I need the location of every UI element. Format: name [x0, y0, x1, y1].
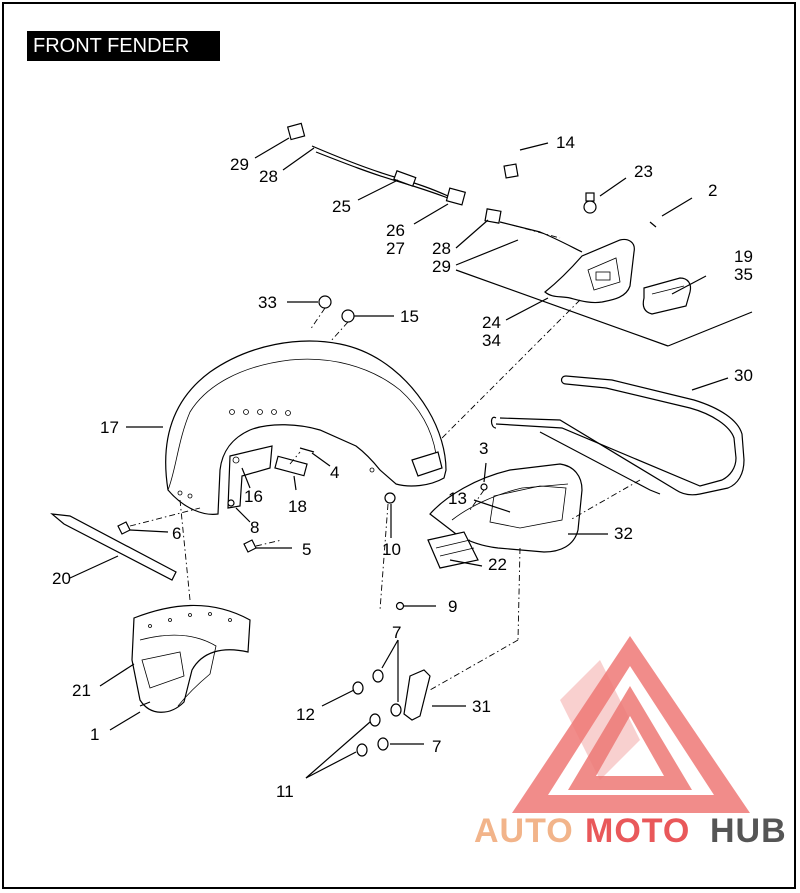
front-fender [165, 340, 447, 515]
callout-31: 31 [472, 697, 491, 716]
callout-20: 20 [52, 569, 71, 588]
callout-4: 4 [330, 463, 339, 482]
callout-5: 5 [302, 540, 311, 559]
callout-7b: 7 [432, 737, 441, 756]
callout-27: 27 [386, 239, 405, 258]
screw-part-2 [649, 221, 657, 228]
callout-labels: 1 2 3 4 5 6 7 7 8 9 10 11 12 13 14 15 16… [52, 133, 753, 801]
screw-part-1 [139, 701, 151, 707]
callout-29a: 29 [230, 155, 249, 174]
spacer-part-18 [274, 455, 308, 477]
callout-1: 1 [90, 725, 99, 744]
washer-part-7c [377, 737, 389, 751]
screw-part-3 [480, 483, 488, 491]
fender-bracket [227, 445, 273, 509]
bracket-part-31 [403, 669, 431, 721]
callout-2: 2 [708, 181, 717, 200]
watermark-logo [512, 636, 750, 813]
mud-flap [131, 604, 251, 713]
callout-11: 11 [276, 782, 294, 801]
nut-part-11a [369, 713, 381, 727]
callout-23: 23 [634, 162, 653, 181]
fender-lamp [544, 238, 635, 304]
tip-lamp [642, 277, 692, 315]
diagram-title: FRONT FENDER [27, 31, 220, 61]
callout-21: 21 [72, 681, 91, 700]
wiring-harness [286, 122, 583, 253]
callout-13: 13 [448, 489, 467, 508]
callout-35: 35 [734, 265, 753, 284]
watermark-moto: MOTO [585, 812, 690, 850]
callout-15: 15 [400, 307, 419, 326]
assembly-guides [129, 299, 641, 691]
callout-3: 3 [479, 439, 488, 458]
fender-bumper [427, 463, 583, 569]
callout-32: 32 [614, 524, 633, 543]
part-14 [503, 163, 519, 179]
fender-rail [490, 375, 745, 496]
callout-28a: 28 [259, 167, 278, 186]
washer-part-7a [372, 669, 384, 683]
screw-part-9 [395, 601, 405, 611]
washer-part-7b [390, 703, 402, 717]
callout-25: 25 [332, 197, 351, 216]
callout-24: 24 [482, 313, 501, 332]
callout-14: 14 [556, 133, 575, 152]
callout-26: 26 [386, 221, 405, 240]
callout-9: 9 [448, 597, 457, 616]
callout-12: 12 [296, 705, 315, 724]
nut-part-10 [384, 492, 396, 504]
watermark-text: AUTO MOTO HUB [474, 812, 787, 850]
callout-17: 17 [100, 418, 119, 437]
callout-18: 18 [288, 497, 307, 516]
screw-part-4 [299, 447, 315, 453]
watermark-auto: AUTO [474, 812, 574, 850]
callout-7a: 7 [392, 623, 401, 642]
bolt-part-5 [243, 539, 257, 553]
callout-16: 16 [244, 487, 263, 506]
nut-part-11b [356, 743, 368, 757]
nut-part-33 [318, 295, 332, 309]
callout-29b: 29 [432, 257, 451, 276]
callout-8: 8 [250, 518, 259, 537]
trim-strip [50, 513, 177, 581]
callout-19: 19 [734, 247, 753, 266]
bolt-part-6 [117, 521, 131, 535]
nut-part-15 [341, 309, 355, 323]
screw-part-8 [227, 499, 235, 507]
callout-33: 33 [258, 293, 277, 312]
callout-22: 22 [488, 555, 507, 574]
callout-10: 10 [382, 540, 401, 559]
bulb-part-23 [583, 192, 597, 214]
callout-30: 30 [734, 366, 753, 385]
callout-6: 6 [172, 524, 181, 543]
callout-28b: 28 [432, 239, 451, 258]
leader-lines [69, 137, 753, 779]
watermark-hub: HUB [710, 812, 787, 850]
nut-part-12 [352, 681, 364, 695]
callout-34: 34 [482, 331, 501, 350]
